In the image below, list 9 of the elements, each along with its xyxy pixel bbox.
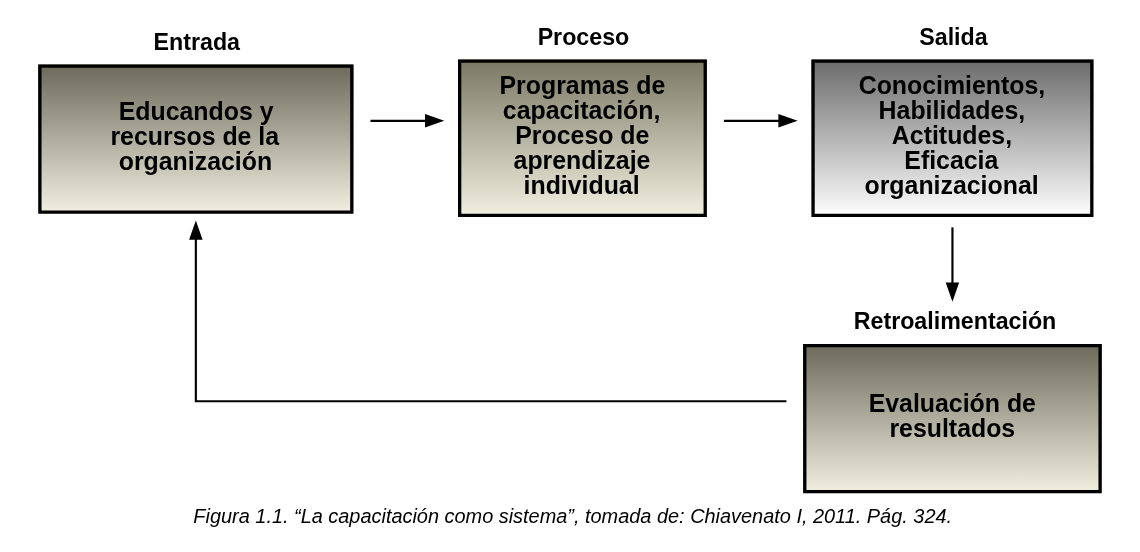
arrow <box>723 114 798 128</box>
node-label: Entrada <box>153 28 240 55</box>
node-label: Salida <box>919 23 988 50</box>
caption: Figura 1.1. “La capacitación como sistema”, tomada de: Chiavenato I, 2011. Pág. 324. <box>193 505 953 528</box>
arrow <box>945 227 960 302</box>
arrow <box>370 114 445 128</box>
arrow <box>189 220 787 403</box>
node-label: Proceso <box>537 23 630 50</box>
node-label: Retroalimentación <box>853 308 1057 335</box>
